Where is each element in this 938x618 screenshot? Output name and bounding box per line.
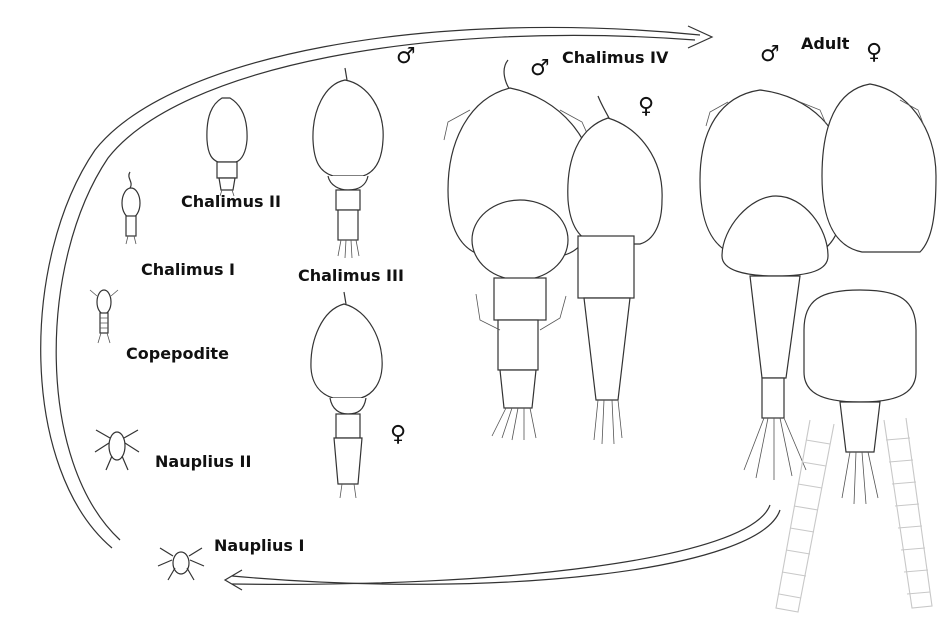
female-symbol-chalimus-3: ♀: [390, 424, 406, 446]
arrow-head-top: [688, 26, 712, 48]
nauplius-2-figure: [95, 430, 139, 470]
return-arrow-outer: [232, 510, 780, 584]
label-copepodite: Copepodite: [126, 344, 229, 363]
chalimus-2-figure: [207, 98, 247, 196]
chalimus-3-male-figure: [313, 68, 383, 258]
label-chalimus-4: Chalimus IV: [562, 48, 668, 67]
chalimus-1-figure: [122, 172, 140, 244]
male-symbol-adult: ♂: [760, 44, 780, 66]
label-nauplius-1: Nauplius I: [214, 536, 304, 555]
arrow-head-bottom: [225, 570, 242, 590]
male-symbol-chalimus-4: ♂: [530, 58, 550, 80]
chalimus-4-female-figure: [568, 96, 662, 444]
chalimus-4-male-figure: [444, 60, 596, 440]
male-symbol-chalimus-3: ♂: [396, 46, 416, 68]
label-chalimus-1: Chalimus I: [141, 260, 235, 279]
copepodite-figure: [90, 290, 118, 343]
return-arrow-inner: [232, 505, 770, 584]
nauplius-1-figure: [158, 548, 204, 580]
label-adult: Adult: [801, 34, 849, 53]
label-nauplius-2: Nauplius II: [155, 452, 251, 471]
female-symbol-adult: ♀: [866, 42, 882, 64]
label-chalimus-3: Chalimus III: [298, 266, 404, 285]
female-symbol-chalimus-4: ♀: [638, 96, 654, 118]
label-chalimus-2: Chalimus II: [181, 192, 281, 211]
chalimus-3-female-figure: [311, 292, 382, 498]
